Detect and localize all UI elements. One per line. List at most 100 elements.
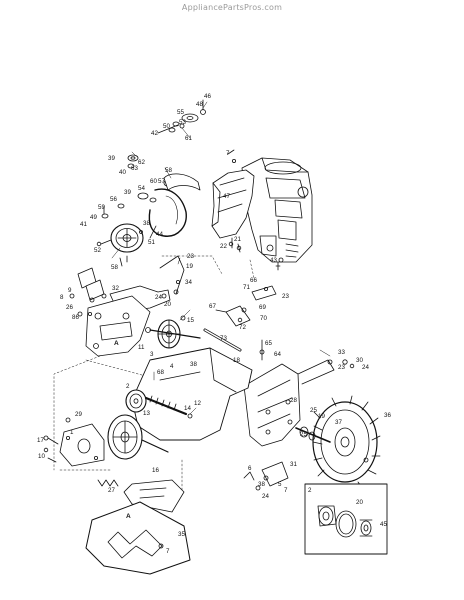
- callout-label: 2: [308, 487, 312, 494]
- callout-label: 58: [111, 264, 118, 271]
- callout-label: 69: [259, 304, 266, 311]
- callout-label: 86: [72, 314, 79, 321]
- callout-label: 36: [384, 412, 391, 419]
- callout-label: 50: [163, 123, 170, 130]
- callout-label: 17: [37, 437, 44, 444]
- callout-label: 38: [143, 220, 150, 227]
- callout-label: 9: [68, 287, 72, 294]
- callout-label: 24: [362, 364, 369, 371]
- drive-pulley-lower: [107, 414, 169, 460]
- callout-label: 43: [270, 257, 277, 264]
- callout-label: 32: [112, 285, 119, 292]
- callout-label: 6: [248, 465, 252, 472]
- callout-label: 4: [170, 363, 174, 370]
- callout-label: 38: [258, 481, 265, 488]
- callout-label: A: [126, 513, 131, 520]
- callout-label: 29: [75, 411, 82, 418]
- callout-label: 38: [190, 361, 197, 368]
- callout-label: A: [114, 340, 119, 347]
- callout-label: 39: [124, 189, 131, 196]
- shift-linkage: [215, 285, 277, 327]
- callout-label: 13: [143, 410, 150, 417]
- callout-label: 52: [94, 247, 101, 254]
- callout-label: 33: [338, 349, 345, 356]
- callout-label: 71: [243, 284, 250, 291]
- callout-label: 23: [282, 293, 289, 300]
- callout-label: 62: [138, 159, 145, 166]
- callout-label: 11: [138, 344, 145, 351]
- callout-label: 20: [164, 301, 171, 308]
- callout-label: 40: [119, 169, 126, 176]
- callout-label: 16: [152, 467, 159, 474]
- callout-label: 21: [234, 236, 241, 243]
- callout-label: 45: [380, 521, 387, 528]
- engine: [227, 149, 313, 271]
- callout-label: 60: [150, 178, 157, 185]
- callout-label: 58: [165, 167, 172, 174]
- cover-plate: [85, 501, 191, 575]
- callout-label: 27: [108, 487, 115, 494]
- callout-label: 24: [262, 493, 269, 500]
- main-housing: [131, 347, 253, 441]
- wheel-tire: [312, 395, 381, 495]
- callout-label: 3: [150, 351, 154, 358]
- callout-label: 72: [239, 324, 246, 331]
- callout-label: 28: [290, 397, 297, 404]
- worm-gear: [125, 389, 193, 419]
- auger-pulley: [96, 223, 157, 253]
- callout-label: 12: [194, 400, 201, 407]
- callout-label: 19: [318, 413, 325, 420]
- hub-detail-inset: [304, 483, 388, 555]
- callout-label: 56: [110, 196, 117, 203]
- leader-lines: [111, 101, 331, 415]
- pulley-assembly: [101, 154, 201, 219]
- callout-label: 42: [151, 130, 158, 137]
- callout-label: 48: [196, 101, 203, 108]
- callout-label: 8: [60, 294, 64, 301]
- callout-label: 67: [209, 303, 216, 310]
- spring: [97, 479, 119, 487]
- callout-label: 2: [126, 383, 130, 390]
- callout-label: 68: [157, 369, 164, 376]
- watermark: AppliancePartsPros.com: [181, 3, 283, 12]
- callout-label: 34: [185, 279, 192, 286]
- callout-label: 53: [179, 119, 186, 126]
- callout-label: 19: [186, 263, 193, 270]
- callout-label: 25: [310, 407, 317, 414]
- callout-label: 73: [220, 335, 227, 342]
- callout-label: 22: [220, 243, 227, 250]
- callout-label: 35: [178, 531, 185, 538]
- belt-cover: [211, 169, 255, 239]
- callout-label: 47: [223, 193, 230, 200]
- callout-label: 15: [187, 317, 194, 324]
- drive-belt: [148, 188, 187, 237]
- callout-label: 65: [265, 340, 272, 347]
- callout-label: 1: [70, 429, 74, 436]
- chute-bracket: [243, 461, 289, 491]
- callout-label: 7: [166, 548, 170, 555]
- callout-label: 10: [38, 453, 45, 460]
- callout-label: 30: [356, 357, 363, 364]
- impeller-gear: [145, 315, 201, 349]
- callout-label: 57: [158, 178, 165, 185]
- callout-label: 14: [184, 405, 191, 412]
- callout-label: 59: [98, 204, 105, 211]
- callout-label: 23: [187, 253, 194, 260]
- callout-label: 66: [250, 277, 257, 284]
- idler-pulley-top: [157, 99, 206, 134]
- callout-label: 39: [108, 155, 115, 162]
- callout-label: 23: [338, 364, 345, 371]
- callout-label: 51: [148, 239, 155, 246]
- callout-label: 7: [226, 150, 230, 157]
- left-housing: [77, 295, 151, 357]
- bearing-plate: [59, 417, 105, 467]
- callout-label: 44: [156, 231, 163, 238]
- right-housing: [243, 359, 335, 447]
- callout-label: 24: [155, 294, 162, 301]
- callout-label: 25: [300, 431, 307, 438]
- callout-label: 70: [260, 315, 267, 322]
- callout-label: 31: [290, 461, 297, 468]
- callout-label: 61: [185, 135, 192, 142]
- callout-label: 64: [274, 351, 281, 358]
